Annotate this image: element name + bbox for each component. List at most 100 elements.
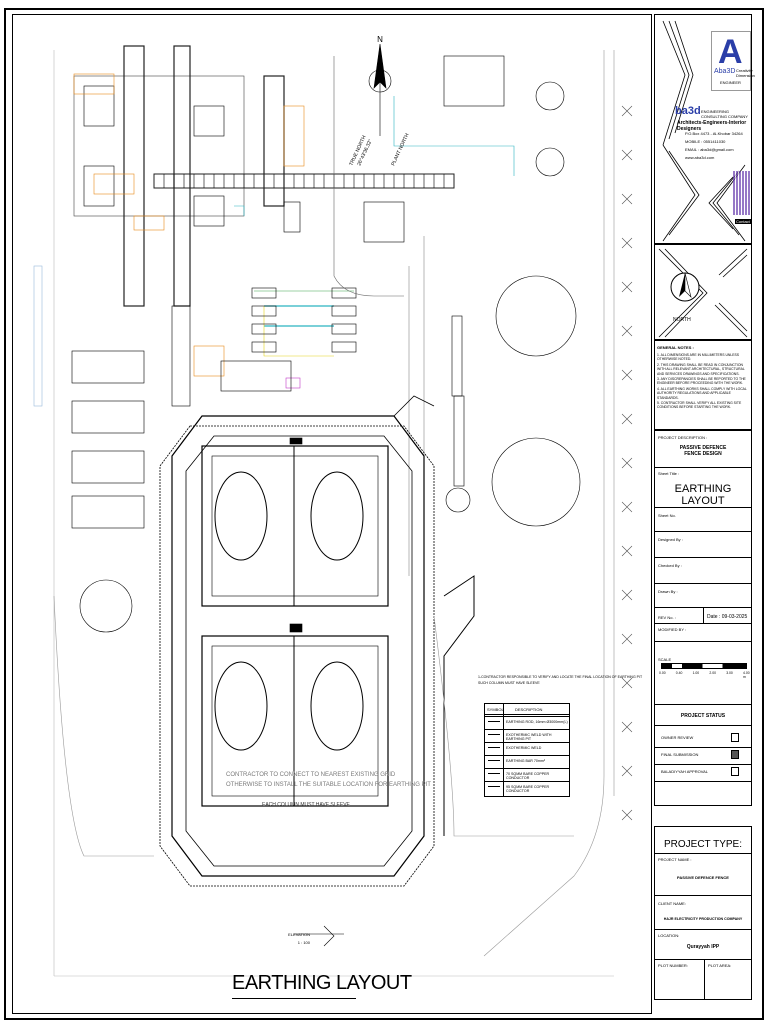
legend-symbol-icon [488, 786, 500, 791]
project-status-title: PROJECT STATUS [680, 713, 726, 719]
plot-area-label: PLOT AREA: [708, 963, 732, 968]
legend-symbol-icon [488, 721, 500, 726]
title-block: A Aba3D Creativity Dimension ENGINEER ba… [652, 14, 755, 1014]
sheet-title-label: Sheet Title : [658, 471, 680, 476]
fence-post-marker [621, 413, 633, 425]
legend-description: EXOTHERMIC WELD [506, 746, 542, 750]
fence-post-marker [621, 237, 633, 249]
project-info-panel: PROJECT DESCRIPTION : PASSIVE DEFENCE FE… [654, 430, 752, 720]
north-letter: N [377, 35, 383, 44]
client-name-label: CLIENT NAME: [658, 901, 686, 906]
project-type-panel: PROJECT TYPE: PROJECT NAME : PASSIVE DEF… [654, 826, 752, 1000]
status-item-label: BALADIYYAH APPROVAL [661, 769, 708, 774]
project-description-label: PROJECT DESCRIPTION : [658, 435, 708, 440]
company-contact-4: www.aba3d.com [685, 155, 715, 160]
legend-row: EXOTHERMIC WELD WITH EARTHING PIT [485, 729, 569, 743]
legend-header: SYMBOL DESCRIPTION [485, 704, 569, 715]
legend-description: EXOTHERMIC WELD WITH EARTHING PIT [506, 733, 552, 741]
fence-post-marker [621, 589, 633, 601]
project-status-panel: PROJECT STATUS OWNER REVIEW FINAL SUBMISS… [654, 704, 752, 806]
project-description: PASSIVE DEFENCE FENCE DESIGN [679, 445, 727, 457]
legend-description-header: DESCRIPTION [515, 707, 543, 712]
company-tagline: ENGINEERING CONSULTING COMPANY [701, 109, 748, 119]
fence-post-marker [621, 545, 633, 557]
status-item-label: OWNER REVIEW [661, 735, 694, 740]
qr-contact-label: Contact [735, 219, 751, 224]
rev-no-label: REV No. : [658, 615, 676, 620]
general-note-item: 3. ANY DISCREPANCIES SHALL BE REPORTED T… [657, 377, 746, 386]
fence-post-marker [621, 193, 633, 205]
elevation-scale: 1 : 100 [298, 940, 311, 945]
project-name-label: PROJECT NAME : [658, 857, 692, 862]
legend-row: 70 SQMM BARE COPPER CONDUCTOR [485, 768, 569, 782]
legend-row: 95 SQMM BARE COPPER CONDUCTOR [485, 781, 569, 795]
company-contact-3: EMAIL : aba3d@gmail.com [685, 147, 734, 152]
status-checkbox[interactable] [731, 767, 739, 776]
general-notes-title: GENERAL NOTES : [657, 345, 694, 350]
note-nearest-grid: CONTRACTOR TO CONNECT TO NEAREST EXISTIN… [226, 772, 396, 778]
general-note-item: 2. THIS DRAWING SHALL BE READ IN CONJUNC… [657, 362, 745, 376]
logo-badge: ENGINEER [720, 80, 741, 85]
location-label: LOCATION: [658, 933, 680, 938]
qr-code-icon[interactable] [733, 171, 751, 215]
plot-number-label: PLOT NUMBER: [658, 963, 688, 968]
elevation-label: ELEVATION [288, 932, 310, 937]
north-panel: NORTH [654, 244, 752, 340]
fence-post-marker [621, 633, 633, 645]
drawn-by-label: Drawn By : [658, 589, 678, 594]
scale-tick-label: 3.00 [726, 671, 733, 675]
legend-row: EARTHING BAR 70mm² [485, 755, 569, 769]
fence-post-marker [621, 105, 633, 117]
general-note-item: 1. ALL DIMENSIONS ARE IN MILLIMETERS UNL… [657, 353, 740, 362]
status-checkbox[interactable] [731, 733, 739, 742]
scale-tick-label: 2.00 [709, 671, 716, 675]
note-earthing-pit: OTHERWISE TO INSTALL THE SUITABLE LOCATI… [226, 782, 431, 788]
drawing-title: EARTHING LAYOUT [232, 972, 412, 994]
north-panel-label: NORTH [673, 317, 691, 323]
scale-tick-label: 0.40 [675, 671, 683, 675]
fence-post-marker [621, 501, 633, 513]
legend-description: EARTHING ROD, 16mm Ø3000mm(L) [506, 720, 568, 724]
status-checkbox[interactable] [731, 750, 739, 759]
fence-post-marker [621, 149, 633, 161]
sheet-title: EARTHING LAYOUT [674, 483, 732, 507]
logo-a-glyph: A [718, 33, 743, 71]
fence-post-marker [621, 721, 633, 733]
scale-tick-label: 1.00 [692, 671, 700, 675]
project-type-title: PROJECT TYPE: [664, 839, 742, 850]
legend-symbol-icon [488, 747, 500, 752]
drawing-frame [12, 14, 652, 1014]
scale-bar [661, 663, 747, 669]
aba3d-logo: A Aba3D Creativity Dimension ENGINEER [711, 31, 755, 91]
company-name: ba3d [675, 105, 701, 117]
fence-post-marker [621, 809, 633, 821]
note-column-sleeve: EACH COLUMN MUST HAVE SLEEVE [262, 802, 350, 808]
scale-label: SCALE [658, 657, 672, 662]
legend-row: EARTHING ROD, 16mm Ø3000mm(L) [485, 716, 569, 730]
logo-panel: A Aba3D Creativity Dimension ENGINEER ba… [654, 14, 755, 244]
general-notes-panel: GENERAL NOTES : 1. ALL DIMENSIONS ARE IN… [654, 340, 752, 430]
legend-symbol-icon [488, 760, 500, 765]
fence-post-marker [621, 281, 633, 293]
status-item-label: FINAL SUBMISSION [661, 752, 699, 757]
legend-symbol-header: SYMBOL [487, 707, 504, 712]
logo-text: Aba3D [714, 68, 736, 75]
client-name: HAJR ELECTRICITY PRODUCTION COMPANY [663, 917, 743, 921]
legend-row: EXOTHERMIC WELD [485, 742, 569, 756]
company-contact-1: P.O.Box 4473 - Al-Khobar 34264 [685, 131, 743, 136]
fence-post-marker [621, 677, 633, 689]
legend-description: EARTHING BAR 70mm² [506, 759, 546, 763]
sheet-no-label: Sheet No. [658, 513, 676, 518]
fence-post-marker [621, 765, 633, 777]
designed-by-label: Designed By : [658, 537, 683, 542]
drawing-title-underline [232, 998, 356, 999]
location-value: Qurayyah IPP [686, 944, 720, 950]
general-note-item: 5. CONTRACTOR SHALL VERIFY ALL EXISTING … [657, 401, 742, 410]
sheet-border [4, 8, 764, 1020]
earthing-plan-drawing: N TRUE NORTH 26°43'36.32" PLANT NORTH EL… [33, 35, 643, 977]
fence-post-marker [621, 325, 633, 337]
company-description: Architects-Engineers-Interior Designers [677, 120, 747, 132]
date-label: Date : 09-03-2025 [707, 614, 748, 620]
company-contact-2: MOBILE : 0551411030 [685, 139, 726, 144]
